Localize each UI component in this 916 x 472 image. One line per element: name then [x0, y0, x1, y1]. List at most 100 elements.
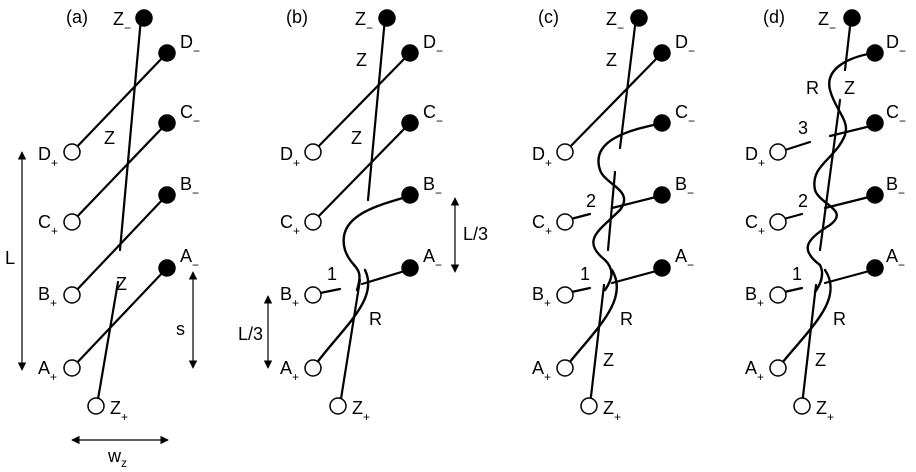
strand-label-r: R — [369, 309, 382, 329]
node-c-minus — [653, 114, 671, 132]
node-z-plus — [580, 397, 598, 415]
rod-d — [70, 53, 167, 154]
node-b-plus — [769, 286, 787, 304]
rod-label-z: Z — [104, 128, 115, 148]
crossing-label-1: 1 — [327, 264, 337, 284]
label-a-minus: A− — [180, 246, 199, 272]
dimension-l-third-label: L/3 — [238, 324, 263, 344]
rod-z-lower — [588, 283, 606, 407]
node-c-plus — [63, 213, 81, 231]
label-d-minus: D− — [886, 32, 906, 58]
node-z-minus — [135, 9, 153, 27]
node-a-minus — [653, 259, 671, 277]
node-d-plus — [304, 143, 322, 161]
label-b-minus: B− — [886, 174, 905, 200]
node-d-minus — [866, 44, 884, 62]
panel-c: Z− D− C− B− A− D+ C+ B+ A+ Z+ Z 2 1 R Z — [532, 9, 695, 424]
label-a-minus: A− — [675, 246, 694, 272]
strand-r-lower — [311, 268, 370, 370]
node-d-minus — [401, 44, 419, 62]
node-a-plus — [769, 359, 787, 377]
label-d-plus: D+ — [280, 144, 300, 170]
node-z-minus — [378, 9, 396, 27]
rod-b — [70, 195, 167, 297]
label-c-minus: C− — [675, 102, 695, 128]
node-b-minus — [866, 186, 884, 204]
rod-a — [70, 268, 167, 370]
rod-b-right — [610, 268, 662, 285]
crossing-label-1: 1 — [792, 264, 802, 284]
label-d-plus: D+ — [532, 144, 552, 170]
rod-z-upper — [618, 16, 638, 150]
node-z-plus — [793, 397, 811, 415]
label-z-plus: Z+ — [603, 398, 621, 424]
label-b-minus: B− — [423, 174, 442, 200]
rod-label-z: Z — [356, 50, 367, 70]
label-c-minus: C− — [423, 102, 443, 128]
node-c-minus — [158, 114, 176, 132]
panel-d: Z− D− C− B− A− D+ C+ B+ A+ Z+ R Z 3 2 1 … — [745, 9, 906, 424]
label-z-minus: Z− — [113, 9, 131, 35]
label-d-minus: D− — [423, 32, 443, 58]
label-c-plus: C+ — [38, 212, 58, 238]
node-z-minus — [630, 9, 648, 27]
label-d-minus: D− — [180, 32, 200, 58]
label-b-minus: B− — [180, 174, 199, 200]
node-z-minus — [843, 9, 861, 27]
label-c-plus: C+ — [745, 212, 765, 238]
node-c-plus — [556, 213, 574, 231]
label-z-plus: Z+ — [816, 398, 834, 424]
node-b-plus — [556, 286, 574, 304]
node-d-minus — [653, 44, 671, 62]
node-c-plus — [304, 213, 322, 231]
label-b-plus: B+ — [38, 284, 57, 310]
label-d-minus: D− — [675, 32, 695, 58]
strand-r-lower — [776, 268, 832, 370]
label-a-plus: A+ — [280, 358, 299, 384]
panel-b: Z− D− C− B− A− D+ C+ B+ A+ Z+ Z Z 1 R L/… — [238, 9, 488, 424]
dimension-s-label: s — [176, 319, 185, 339]
rod-z-upper — [366, 16, 387, 202]
strand-label-r: R — [620, 309, 633, 329]
label-b-plus: B+ — [532, 284, 551, 310]
label-z-plus: Z+ — [352, 398, 370, 424]
rod-label-z: Z — [116, 274, 127, 294]
rod-d-left — [783, 140, 812, 152]
label-c-plus: C+ — [280, 212, 300, 238]
label-a-plus: A+ — [745, 358, 764, 384]
panel-c-title: (c) — [538, 7, 559, 27]
panel-d-title: (d) — [763, 7, 785, 27]
node-c-minus — [866, 114, 884, 132]
rod-b-right — [823, 268, 875, 285]
rod-label-z: Z — [815, 350, 826, 370]
label-a-plus: A+ — [532, 358, 551, 384]
rod-c-right — [823, 194, 875, 210]
strand-r-upper — [342, 195, 408, 292]
rod-label-z: Z — [844, 78, 855, 98]
strand-label-r: R — [806, 78, 819, 98]
rod-z-lower — [95, 280, 120, 407]
crossing-label-2: 2 — [798, 191, 808, 211]
crossing-label-1: 1 — [580, 264, 590, 284]
node-z-plus — [329, 397, 347, 415]
node-c-minus — [401, 114, 419, 132]
strand-r-lower — [563, 268, 619, 370]
dimension-w-label: wz — [107, 446, 127, 470]
rod-b-right — [360, 268, 410, 286]
node-a-plus — [556, 359, 574, 377]
rod-c — [70, 123, 167, 224]
rod-label-z: Z — [603, 350, 614, 370]
panel-a: Z− D− C− B− A− D+ C+ B+ A+ Z+ Z Z L s wz — [5, 9, 200, 470]
label-z-minus: Z− — [355, 9, 373, 35]
strand-r-upper — [592, 122, 660, 292]
crossing-label-3: 3 — [798, 118, 808, 138]
panel-b-title: (b) — [286, 7, 308, 27]
node-d-plus — [63, 143, 81, 161]
node-b-minus — [158, 186, 176, 204]
node-a-minus — [401, 259, 419, 277]
rod-label-z: Z — [351, 128, 362, 148]
dimension-l-label: L — [5, 248, 15, 268]
dimension-l-third-label: L/3 — [463, 224, 488, 244]
crossing-label-2: 2 — [586, 191, 596, 211]
